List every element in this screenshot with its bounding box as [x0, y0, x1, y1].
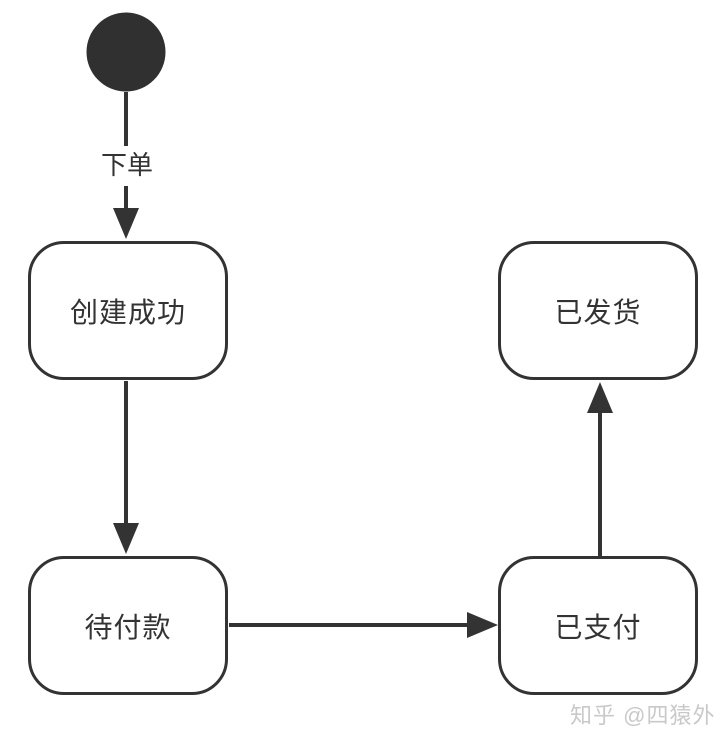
- initial-state-icon: [86, 12, 166, 92]
- state-node-pending-payment: 待付款: [28, 556, 228, 695]
- state-label-paid: 已支付: [554, 611, 642, 643]
- watermark-text: 知乎 @四猿外: [570, 703, 716, 728]
- transition-arrow-pending-to-paid: [229, 612, 498, 638]
- transition-arrow-created-to-pending: [113, 381, 139, 554]
- transition-arrow-place-order: [113, 92, 139, 239]
- state-label-created: 创建成功: [69, 296, 186, 328]
- state-label-shipped: 已发货: [554, 296, 642, 328]
- state-label-pending-payment: 待付款: [84, 611, 172, 643]
- transition-label-place-order: 下单: [96, 148, 158, 182]
- state-node-shipped: 已发货: [498, 241, 698, 380]
- state-node-created: 创建成功: [28, 241, 228, 380]
- state-node-paid: 已支付: [498, 556, 698, 695]
